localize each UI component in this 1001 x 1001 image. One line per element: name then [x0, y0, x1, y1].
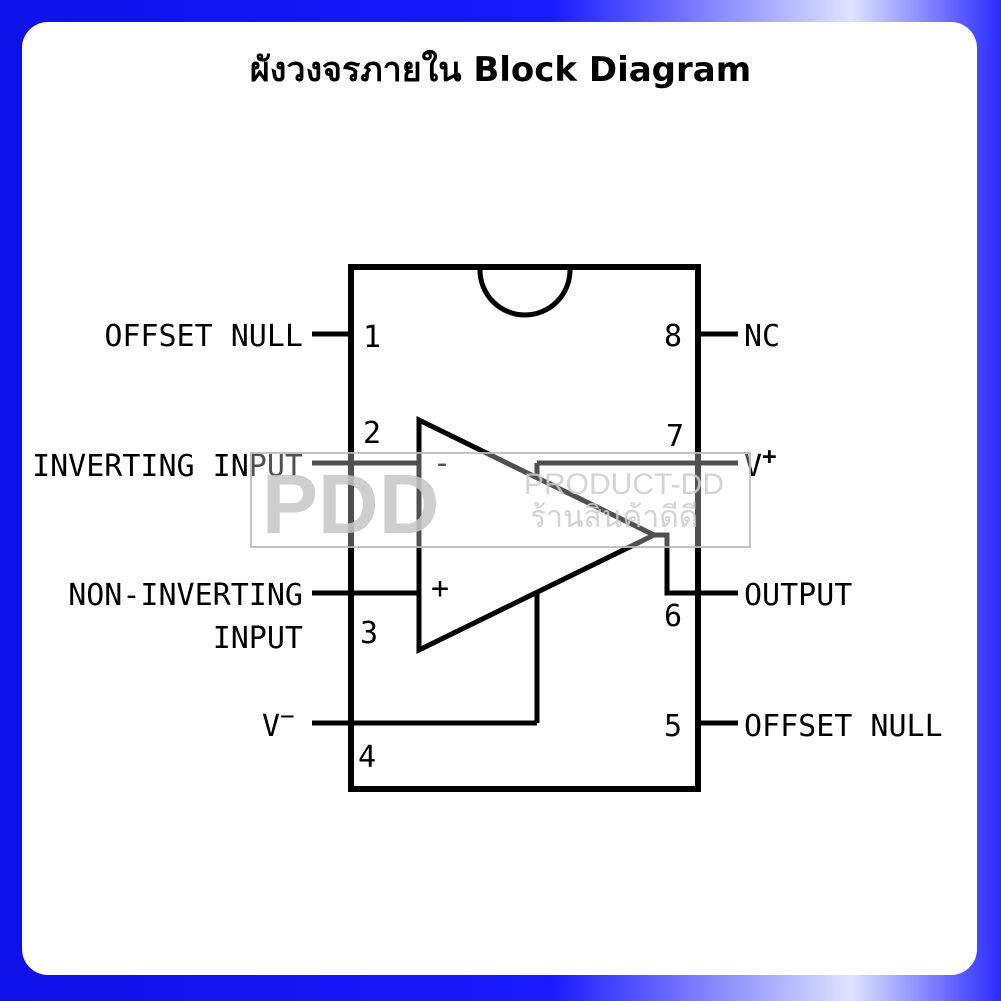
- pin-number-1: 1: [363, 320, 381, 355]
- ic-package: [348, 264, 701, 792]
- pin7-label: V+: [744, 442, 777, 484]
- pin-number-8: 8: [664, 319, 682, 354]
- pin2-label: INVERTING INPUT: [32, 449, 303, 484]
- pin5-label: OFFSET NULL: [744, 709, 943, 744]
- pin-number-5: 5: [664, 709, 682, 744]
- pin-number-3: 3: [360, 616, 378, 651]
- pin1-notch: [477, 269, 573, 318]
- pin6-label: OUTPUT: [744, 578, 852, 613]
- pin1-label: OFFSET NULL: [104, 319, 303, 354]
- opamp-minus-sign: -: [433, 446, 451, 481]
- pin8-label: NC: [744, 319, 780, 354]
- pin4-label: V−: [262, 702, 295, 744]
- watermark-line2: ร้านสินค้าดีดี: [530, 501, 698, 534]
- watermark-line1: PRODUCT-DD: [524, 468, 724, 501]
- watermark-logo: PDD: [262, 457, 439, 551]
- opamp-plus-sign: +: [431, 571, 449, 606]
- page-title: ผังวงจรภายใน Block Diagram: [249, 50, 752, 90]
- pin3-label-line2: INPUT: [213, 621, 303, 656]
- pin-number-7: 7: [666, 419, 684, 454]
- pin-leads: [312, 331, 738, 726]
- white-card: [22, 22, 977, 975]
- pin3-label-line1: NON-INVERTING: [68, 578, 303, 613]
- pin-number-6: 6: [664, 599, 682, 634]
- watermark: PDD PRODUCT-DD ร้านสินค้าดีดี: [250, 452, 751, 551]
- pin-number-4: 4: [358, 740, 376, 775]
- pin-number-2: 2: [363, 416, 381, 451]
- internal-wiring: [534, 463, 698, 723]
